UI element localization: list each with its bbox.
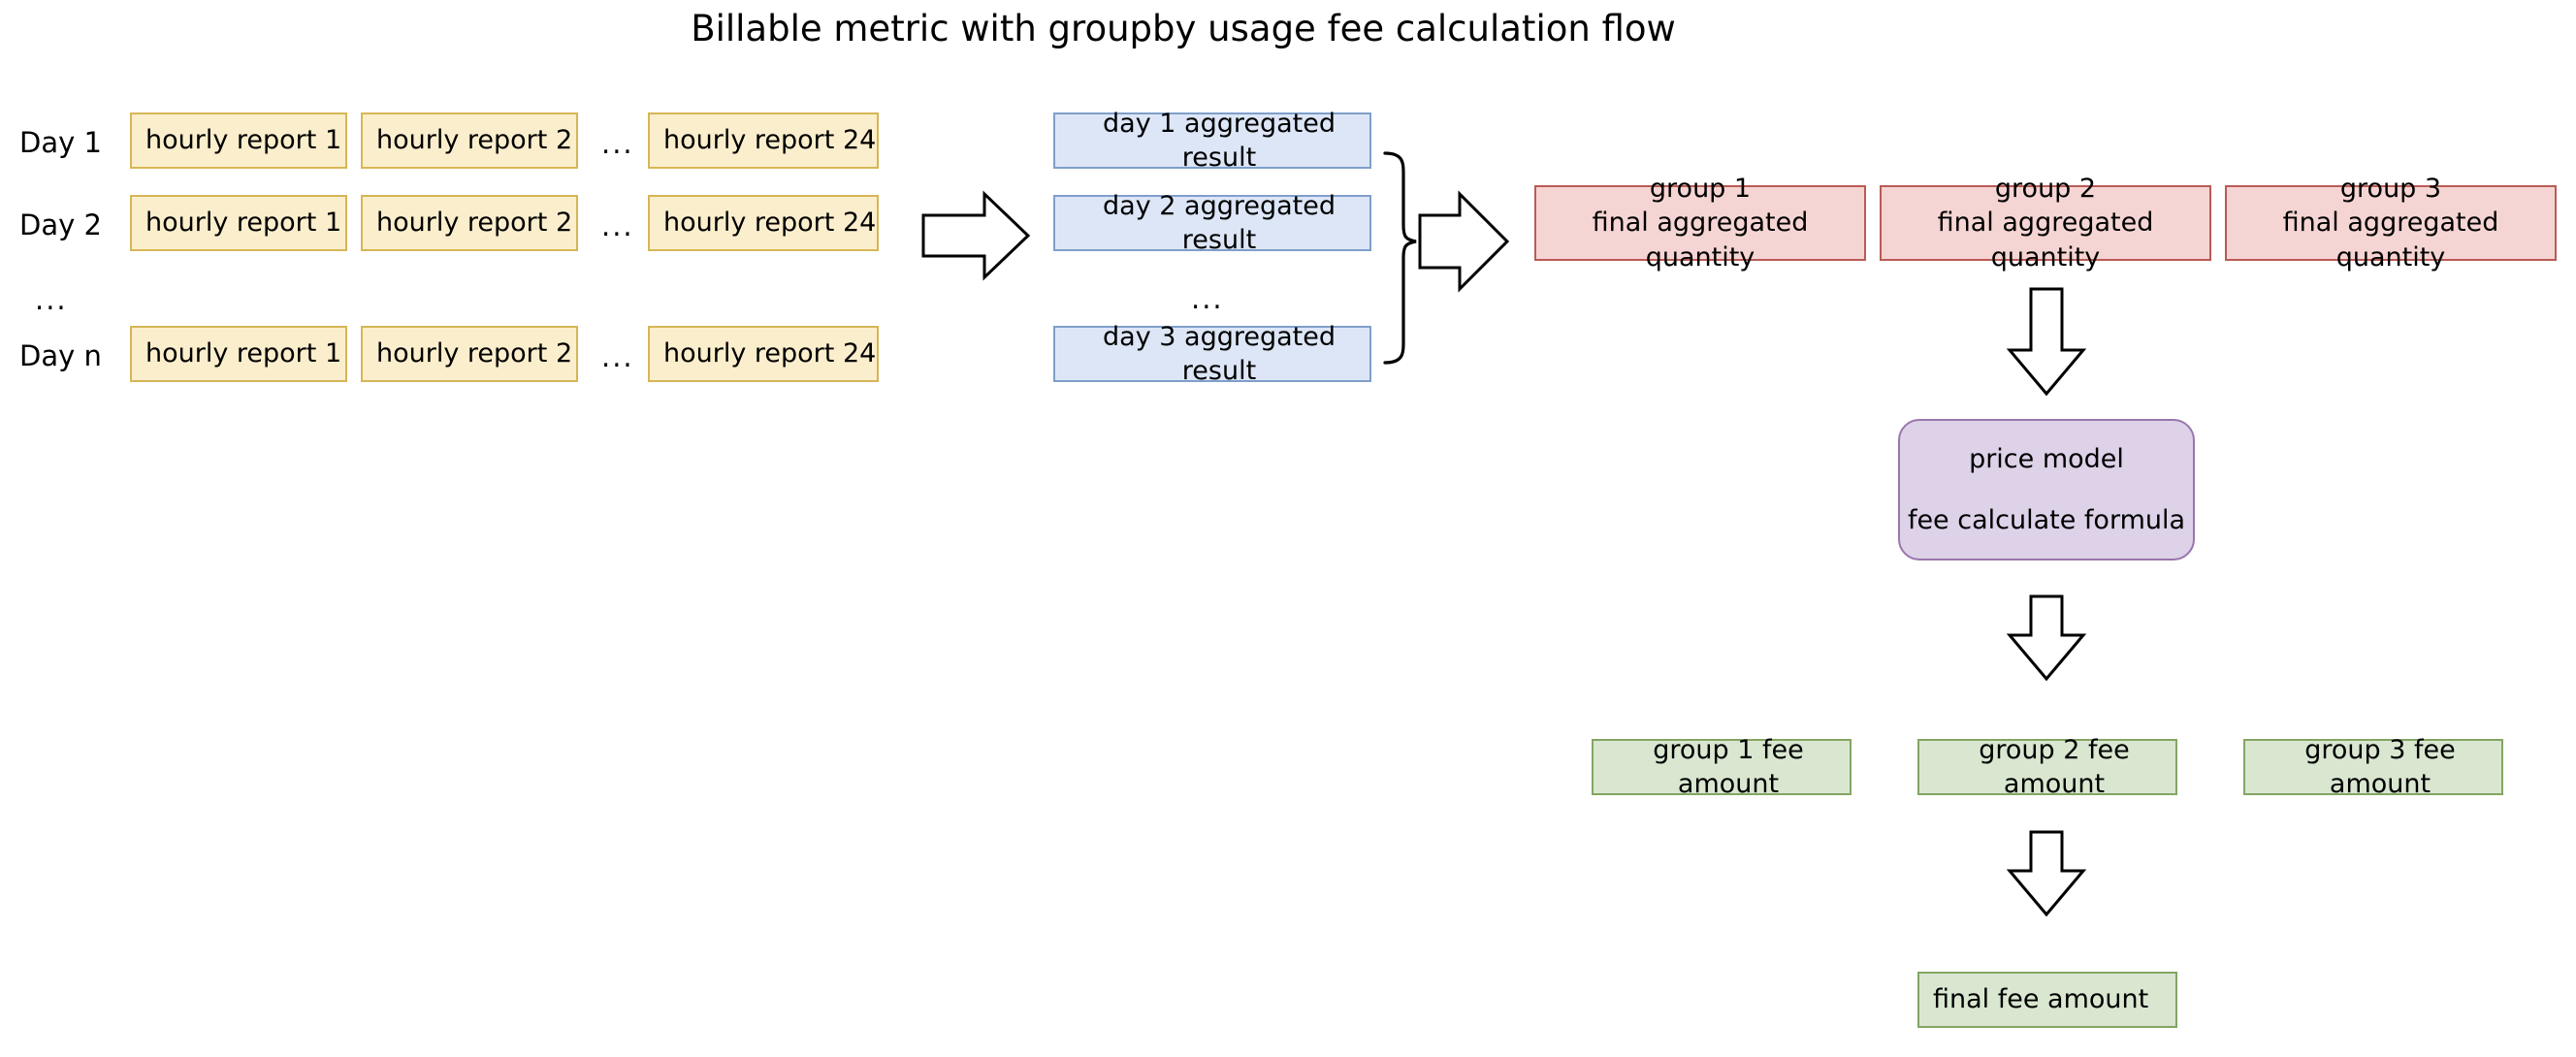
- hourly-report-box[interactable]: hourly report 1: [130, 112, 347, 169]
- hourly-report-box[interactable]: hourly report 24: [648, 112, 879, 169]
- arrow-fees-to-final-icon: [2006, 830, 2087, 917]
- hourly-report-box[interactable]: hourly report 1: [130, 195, 347, 251]
- day-row-label-2: Day 2: [19, 208, 102, 241]
- group-quantity-box[interactable]: group 1 final aggregated quantity: [1534, 174, 1866, 272]
- group-quantity-line1: group 3: [2339, 174, 2442, 205]
- hourly-report-box[interactable]: hourly report 24: [648, 195, 879, 251]
- group-quantity-box[interactable]: group 3 final aggregated quantity: [2225, 174, 2557, 272]
- hourly-report-box[interactable]: hourly report 2: [361, 326, 578, 382]
- group-quantity-line1: group 1: [1649, 174, 1752, 205]
- hourly-report-box[interactable]: hourly report 2: [361, 195, 578, 251]
- hourly-report-row-ellipsis: ...: [601, 340, 634, 373]
- day-row-label-n: Day n: [19, 339, 102, 372]
- price-model-line1: price model: [1969, 443, 2124, 474]
- arrow-reports-to-aggregated-icon: [921, 190, 1031, 281]
- arrow-aggregated-to-groups-icon: [1418, 190, 1510, 293]
- diagram-title: Billable metric with groupby usage fee c…: [691, 8, 1676, 49]
- hourly-report-row-ellipsis: ...: [601, 209, 634, 242]
- group-quantity-line2: final aggregated quantity: [2282, 208, 2499, 272]
- brace-aggregated-results-icon: [1383, 151, 1417, 365]
- group-quantity-line2: final aggregated quantity: [1937, 208, 2154, 272]
- price-model-box[interactable]: price model fee calculate formula: [1898, 419, 2195, 561]
- group-fee-amount-box[interactable]: group 2 fee amount: [1917, 735, 2177, 799]
- hourly-report-box[interactable]: hourly report 1: [130, 326, 347, 382]
- group-fee-amount-box[interactable]: group 1 fee amount: [1592, 735, 1852, 799]
- price-model-line2: fee calculate formula: [1907, 505, 2186, 535]
- group-quantity-box[interactable]: group 2 final aggregated quantity: [1880, 174, 2211, 272]
- aggregated-result-ellipsis: ...: [1191, 282, 1224, 315]
- hourly-report-row-ellipsis: ...: [601, 127, 634, 160]
- group-quantity-line2: final aggregated quantity: [1592, 208, 1809, 272]
- aggregated-result-box[interactable]: day 3 aggregated result: [1053, 322, 1371, 386]
- day-row-label-ellipsis: ...: [35, 283, 68, 316]
- arrow-groups-to-price-model-icon: [2006, 287, 2087, 397]
- aggregated-result-box[interactable]: day 1 aggregated result: [1053, 109, 1371, 173]
- day-row-label-1: Day 1: [19, 126, 102, 159]
- arrow-price-model-to-fees-icon: [2006, 594, 2087, 682]
- hourly-report-box[interactable]: hourly report 24: [648, 326, 879, 382]
- group-fee-amount-box[interactable]: group 3 fee amount: [2243, 735, 2503, 799]
- final-fee-amount-box[interactable]: final fee amount: [1917, 972, 2177, 1028]
- aggregated-result-box[interactable]: day 2 aggregated result: [1053, 191, 1371, 255]
- group-quantity-line1: group 2: [1994, 174, 2097, 205]
- hourly-report-box[interactable]: hourly report 2: [361, 112, 578, 169]
